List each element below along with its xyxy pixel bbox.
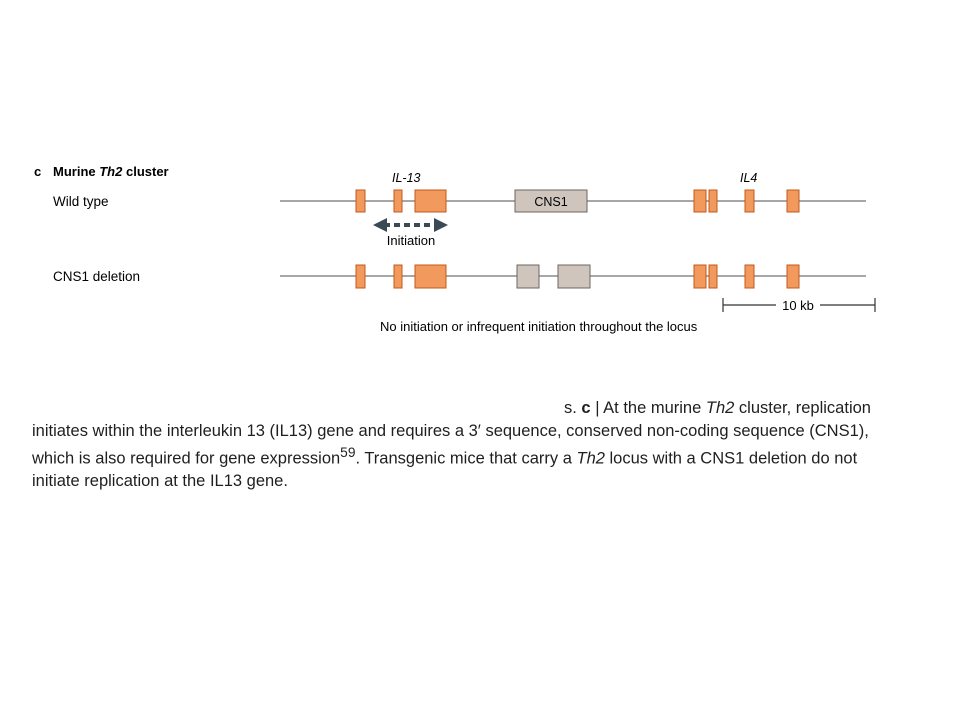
caption-line3-text: which is also required for gene expressi… [32,449,341,468]
caption-panel-letter: c [581,399,591,417]
il13-exon-1 [355,189,366,213]
caption-line1-prefix: s. [564,399,582,417]
caption-line-2: initiates within the interleukin 13 (IL1… [32,421,869,440]
il4-exon-1 [693,189,707,213]
il13-exon-3 [414,189,447,213]
panel-title-suffix: cluster [122,164,168,179]
deletion-note: No initiation or infrequent initiation t… [380,319,698,334]
deletion-locus [280,264,866,289]
cns1-deletion-label: CNS1 deletion [53,269,140,284]
caption-line1-text: | At the murine [590,399,706,417]
il13-gene-label: IL-13 [392,171,421,185]
il13-exon-2 [393,189,403,213]
panel-title: Murine Th2 cluster [53,164,169,179]
del-cns-fragment-2 [557,264,591,289]
th2-cluster-diagram: c Murine Th2 cluster IL-13 IL4 Wild type… [34,164,876,334]
initiation-label: Initiation [387,233,435,248]
del-il13-exon-1 [355,264,366,289]
caption-reference: 59 [340,445,356,460]
initiation-arrow-right-head [434,218,448,232]
del-cns-fragment-1 [516,264,540,289]
initiation-arrow [373,218,448,232]
caption-line3-mid: . Transgenic mice that carry a [355,449,577,468]
scale-bar: 10 kb [722,298,876,313]
panel-title-italic: Th2 [99,164,123,179]
caption-line1-suffix: cluster, replication [734,399,871,417]
figure-caption: s. c | At the murine Th2 cluster, replic… [32,397,942,493]
initiation-arrow-left-head [373,218,387,232]
del-il4-exon-2 [708,264,718,289]
del-il13-exon-3 [414,264,447,289]
caption-line-3: which is also required for gene expressi… [32,442,942,470]
caption-line-4: initiate replication at the IL13 gene. [32,472,288,490]
wild-type-label: Wild type [53,194,109,209]
caption-line3-suffix: locus with a CNS1 deletion do not [604,449,858,468]
del-il4-exon-1 [693,264,707,289]
il4-exon-4 [786,189,800,213]
del-il13-exon-2 [393,264,403,289]
cns1-label: CNS1 [534,195,567,209]
cns1-block [514,189,588,213]
scale-bar-label: 10 kb [782,298,814,313]
caption-line3-italic: Th2 [576,449,605,468]
caption-line-1: s. c | At the murine Th2 cluster, replic… [32,397,942,420]
panel-letter: c [34,164,41,179]
panel-title-prefix: Murine [53,164,99,179]
wild-type-locus: CNS1 [280,189,866,213]
caption-line1-italic: Th2 [705,399,735,417]
del-il4-exon-3 [744,264,755,289]
il4-exon-3 [744,189,755,213]
del-il4-exon-4 [786,264,800,289]
il4-gene-label: IL4 [740,171,757,185]
il4-exon-2 [708,189,718,213]
